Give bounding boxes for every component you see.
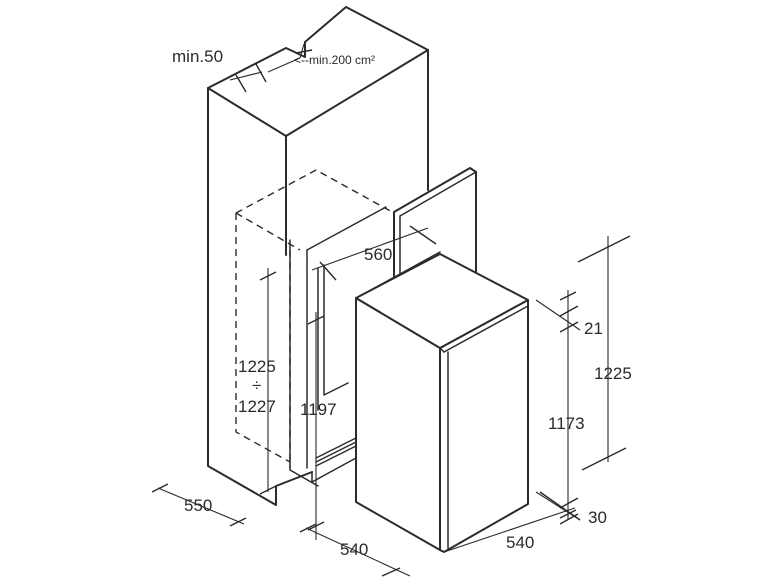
label-appliance-width: 540	[506, 533, 534, 552]
dim-1225-1227	[259, 268, 277, 495]
label-bottom-gap: 30	[588, 508, 607, 527]
label-door-width: 560	[364, 245, 392, 264]
label-appliance-depth: 540	[340, 540, 368, 559]
dim-1225-total	[577, 235, 631, 471]
dim-550	[151, 483, 247, 527]
label-niche-depth: 550	[184, 496, 212, 515]
dim-560	[311, 225, 437, 281]
dim-30	[535, 491, 581, 525]
label-niche-height-sep: ÷	[252, 376, 261, 395]
label-min-gap: min.50	[172, 47, 223, 66]
label-niche-height-b: 1227	[238, 397, 276, 416]
dim-21	[535, 299, 581, 333]
dim-vent	[267, 43, 313, 73]
label-niche-height-a: 1225	[238, 357, 276, 376]
niche-outline	[235, 169, 395, 468]
dim-540-depth	[299, 523, 411, 577]
label-vent-area: <--min.200 cm²	[294, 53, 375, 67]
fridge-appliance	[355, 251, 529, 553]
label-appliance-height: 1173	[548, 414, 585, 433]
label-top-gap: 21	[584, 319, 603, 338]
dim-1197	[307, 312, 325, 540]
label-inner-height: 1197	[300, 400, 337, 419]
dim-1173	[559, 290, 577, 520]
label-total-height: 1225	[594, 364, 632, 383]
dim-min50	[229, 63, 267, 93]
